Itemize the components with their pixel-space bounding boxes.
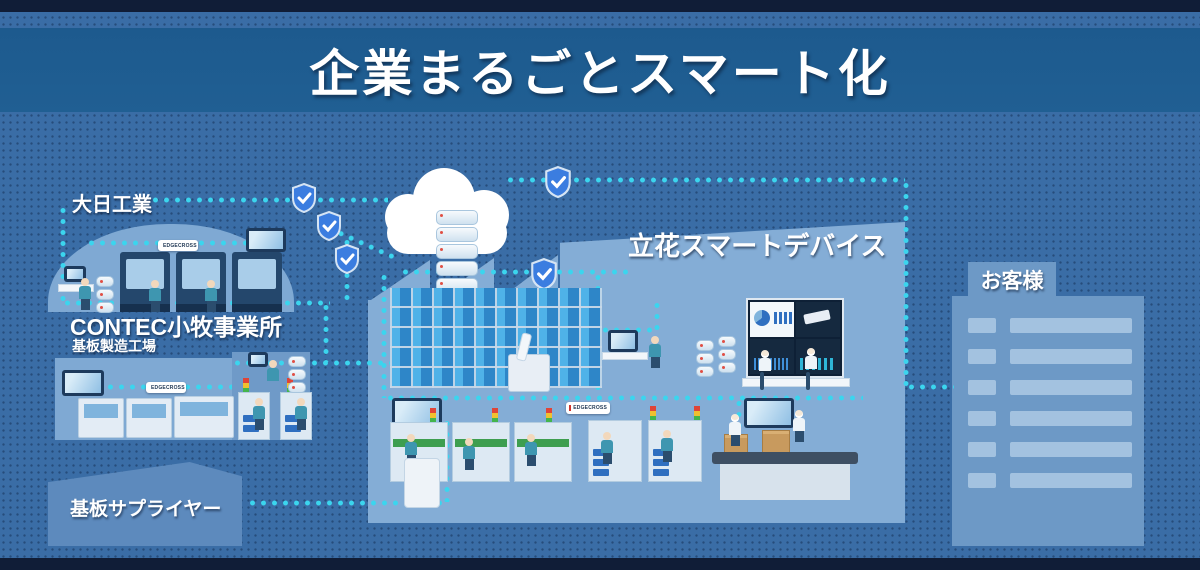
robot-arm-icon (508, 332, 550, 392)
control-desk (742, 378, 850, 387)
flow-line (247, 500, 447, 506)
cnc-machine (232, 252, 282, 312)
factory-worker (252, 398, 266, 430)
supplier-label: 基板サプライヤー (70, 499, 222, 520)
flow-line (906, 384, 954, 390)
packing-worker (792, 410, 806, 442)
shield-check-icon (292, 183, 316, 213)
shield-check-icon (317, 211, 341, 241)
conveyor-belt (712, 452, 858, 464)
wall-monitor-icon (744, 398, 794, 428)
andon-stack-light-icon (546, 408, 552, 429)
andon-stack-light-icon (492, 408, 498, 429)
assembly-station (452, 422, 510, 482)
contec-label: CONTEC小牧事業所 (70, 314, 283, 340)
factory-worker (148, 280, 162, 312)
flow-line (385, 395, 863, 401)
database-stack-icon (96, 276, 114, 313)
shield-check-icon (335, 244, 359, 274)
andon-stack-light-icon (243, 378, 249, 399)
desk (602, 352, 648, 360)
smt-machine (78, 398, 124, 438)
shield-check-icon (545, 166, 571, 198)
dashboard-panel-trend (750, 339, 794, 374)
factory-worker (648, 336, 662, 368)
andon-stack-light-icon (694, 406, 700, 427)
desktop-monitor-icon (248, 352, 268, 367)
flow-line (323, 302, 329, 362)
factory-worker (660, 430, 674, 462)
factory-worker (600, 432, 614, 464)
factory-worker (294, 398, 308, 430)
supplier-building: 基板サプライヤー (48, 462, 242, 546)
chair (806, 372, 810, 390)
flow-line (232, 360, 400, 366)
dainichi-label: 大日工業 (72, 194, 152, 216)
operator (758, 350, 772, 371)
wall-monitor-icon (246, 228, 286, 252)
conveyor-base (720, 464, 850, 500)
factory-worker (462, 438, 476, 470)
cnc-machine (176, 252, 226, 312)
contec-sublabel: 基板製造工場 (72, 338, 156, 354)
smart-locker-rack (390, 288, 602, 388)
factory-worker (78, 278, 92, 310)
kitting-station (648, 420, 702, 482)
desk (58, 284, 94, 292)
office-worker (266, 360, 280, 381)
database-stack-icon (696, 340, 714, 377)
smt-machine (174, 396, 234, 438)
agv-robot (404, 458, 440, 508)
dashboard-panel-status (796, 339, 840, 374)
top-frame-strip (0, 0, 1200, 12)
chair (760, 372, 764, 390)
customer-label-tab: お客様 (968, 262, 1056, 298)
flow-line (654, 300, 660, 330)
flow-line (150, 197, 388, 203)
flow-line (400, 269, 630, 275)
office-window-row (968, 349, 1144, 364)
factory-worker (524, 434, 538, 466)
flow-line (381, 272, 387, 398)
shield-check-icon (531, 258, 557, 290)
andon-stack-light-icon (650, 406, 656, 427)
flow-line (736, 398, 742, 430)
office-window-row (968, 442, 1144, 457)
wall-monitor-icon (62, 370, 104, 396)
smt-machine (126, 398, 172, 438)
andon-stack-light-icon (430, 408, 436, 429)
factory-worker (204, 280, 218, 312)
office-window-row (968, 473, 1144, 488)
flow-line (505, 177, 905, 183)
office-window-row (968, 318, 1144, 333)
customer-label: お客様 (980, 270, 1044, 293)
office-window-row (968, 380, 1144, 395)
desktop-monitor-icon (608, 330, 638, 352)
packing-worker (728, 414, 742, 446)
database-stack-icon (718, 336, 736, 373)
assembly-station (514, 422, 572, 482)
operator (804, 348, 818, 369)
kitting-station (588, 420, 642, 482)
dashboard-panel-charts (750, 302, 794, 337)
page-title: 企業まるごとスマート化 (309, 46, 891, 102)
edgecross-sign: EDGECROSS (566, 402, 610, 414)
dashboard-panel-device (796, 302, 840, 337)
flow-line (60, 205, 66, 303)
title-banner: 企業まるごとスマート化 (0, 28, 1200, 112)
cardboard-box-icon (762, 430, 790, 454)
bottom-frame-strip (0, 558, 1200, 570)
edgecross-sign: EDGECROSS (158, 240, 198, 251)
cnc-machine (120, 252, 170, 312)
tachibana-label: 立花スマートデバイス (628, 231, 887, 261)
database-stack-icon (288, 356, 306, 393)
edgecross-sign: EDGECROSS (146, 382, 186, 393)
office-window-row (968, 411, 1144, 426)
customer-building (952, 296, 1144, 546)
cloud-database-icon (436, 210, 478, 293)
desktop-monitor-icon (64, 266, 86, 282)
flow-line (903, 180, 909, 386)
